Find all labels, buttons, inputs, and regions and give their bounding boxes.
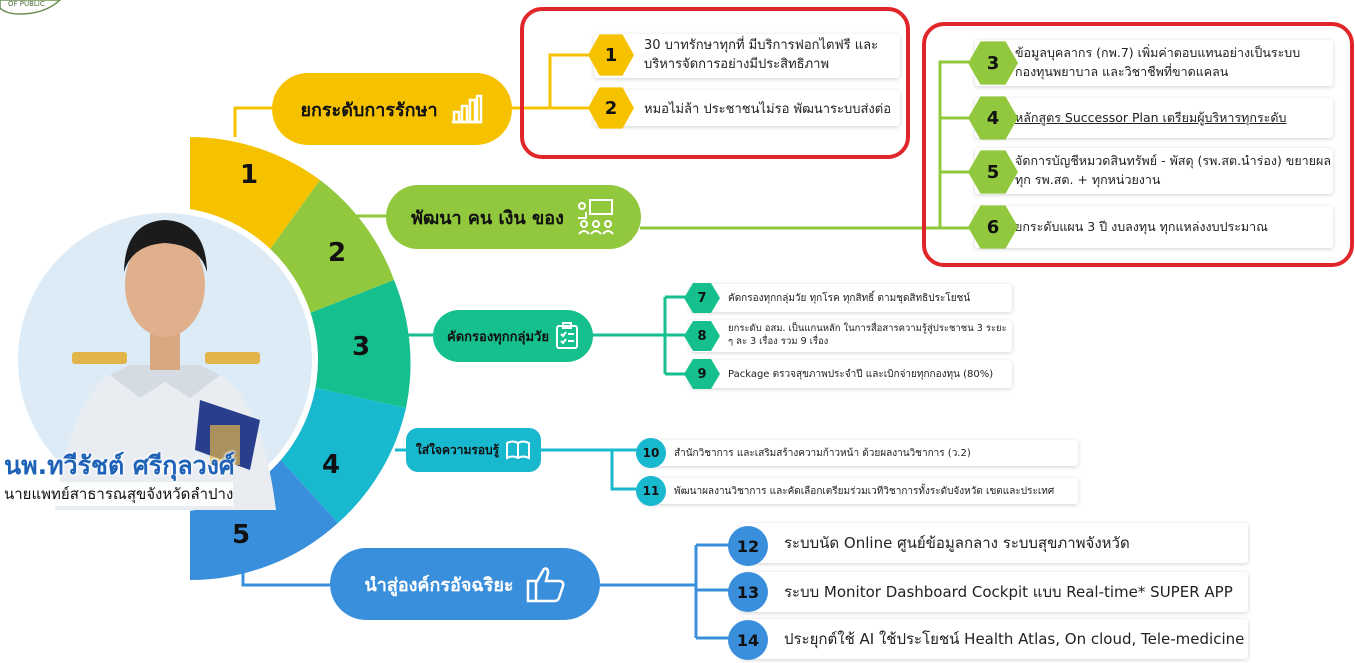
segment-number-4: 4	[322, 450, 341, 480]
branch-label-4-text: ใส่ใจความรอบรู้	[415, 442, 500, 457]
book-icon	[505, 439, 531, 461]
item-text-6: ยกระดับแผน 3 ปี งบลงทุน ทุกแหล่งงบประมาณ	[1015, 219, 1268, 234]
segment-number-2: 2	[328, 238, 347, 268]
branch-label-2-text: พัฒนา คน เงิน ของ	[411, 207, 564, 229]
item-text-12: ระบบนัด Online ศูนย์ข้อมูลกลาง ระบบสุขภา…	[784, 534, 1130, 552]
item-text-7: คัดกรองทุกกลุ่มวัย ทุกโรค ทุกสิทธิ์ ตามช…	[728, 292, 971, 304]
team-meeting-icon	[576, 198, 616, 236]
branch-label-3[interactable]: คัดกรองทุกกลุ่มวัย	[433, 310, 593, 362]
item-text-4: หลักสูตร Successor Plan เตรียมผู้บริหารท…	[1015, 110, 1287, 125]
person-title: นายแพทย์สาธารณสุขจังหวัดลำปาง	[4, 482, 234, 506]
item-text-5: จัดการบัญชีหมวดสินทรัพย์ - พัสดุ (รพ.สต.…	[1015, 153, 1331, 187]
item-badge-2: 2	[588, 87, 634, 129]
item-text-11: พัฒนาผลงานวิชาการ และคัดเลือกเตรียมร่วมเ…	[674, 485, 1055, 497]
item-card-2: หมอไม่ล้า ประชาชนไม่รอ พัฒนาระบบส่งต่อ	[594, 90, 900, 126]
item-card-4: หลักสูตร Successor Plan เตรียมผู้บริหารท…	[975, 98, 1333, 138]
item-text-1: 30 บาทรักษาทุกที่ มีบริการฟอกไตฟรี และบร…	[644, 38, 879, 72]
portrait-figure	[55, 220, 276, 510]
item-card-1: 30 บาทรักษาทุกที่ มีบริการฟอกไตฟรี และบร…	[594, 34, 900, 78]
item-card-6: ยกระดับแผน 3 ปี งบลงทุน ทุกแหล่งงบประมาณ	[975, 206, 1333, 248]
person-name: นพ.ทวีรัชต์ ศรีกุลวงศ์	[4, 451, 235, 480]
segment-number-1: 1	[240, 160, 259, 190]
logo-text: OF PUBLIC	[8, 0, 45, 8]
branch-label-5[interactable]: นำสู่องค์กรอัจฉริยะ	[330, 548, 600, 620]
item-text-14: ประยุกต์ใช้ AI ใช้ประโยชน์ Health Atlas,…	[784, 630, 1245, 648]
item-card-8: ยกระดับ อสม. เป็นแกนหลัก ในการสื่อสารควา…	[690, 320, 1012, 352]
thumbs-up-icon	[526, 565, 566, 603]
item-text-9: Package ตรวจสุขภาพประจำปี และเบิกจ่ายทุก…	[728, 368, 994, 380]
branch-label-4[interactable]: ใส่ใจความรอบรู้	[406, 428, 541, 472]
item-badge-11: 11	[636, 476, 666, 506]
item-card-10: สำนักวิชาการ และเสริมสร้างความก้าวหน้า ด…	[642, 440, 1078, 466]
item-badge-12: 12	[728, 526, 768, 566]
highlight-box-2	[922, 22, 1354, 267]
item-badge-1: 1	[588, 34, 634, 76]
branch-label-5-text: นำสู่องค์กรอัจฉริยะ	[364, 574, 514, 596]
item-card-3: ข้อมูลบุคลากร (กพ.7) เพิ่มค่าตอบแทนอย่าง…	[975, 40, 1333, 86]
item-badge-10: 10	[636, 438, 666, 468]
segment-number-3: 3	[352, 332, 371, 362]
item-text-8: ยกระดับ อสม. เป็นแกนหลัก ในการสื่อสารควา…	[728, 323, 1007, 347]
item-card-9: Package ตรวจสุขภาพประจำปี และเบิกจ่ายทุก…	[690, 360, 1012, 388]
branch-label-1-text: ยกระดับการรักษา	[300, 99, 438, 121]
branch-label-1[interactable]: ยกระดับการรักษา	[272, 73, 512, 145]
clipboard-icon	[555, 322, 579, 350]
item-text-3: ข้อมูลบุคลากร (กพ.7) เพิ่มค่าตอบแทนอย่าง…	[1015, 45, 1301, 79]
item-text-10: สำนักวิชาการ และเสริมสร้างความก้าวหน้า ด…	[674, 447, 971, 459]
item-badge-14: 14	[728, 620, 768, 660]
branch-label-2[interactable]: พัฒนา คน เงิน ของ	[386, 185, 641, 249]
item-card-13: ระบบ Monitor Dashboard Cockpit แบบ Real-…	[740, 572, 1248, 612]
item-text-2: หมอไม่ล้า ประชาชนไม่รอ พัฒนาระบบส่งต่อ	[644, 101, 892, 117]
branch-label-3-text: คัดกรองทุกกลุ่มวัย	[447, 329, 549, 345]
item-card-5: จัดการบัญชีหมวดสินทรัพย์ - พัสดุ (รพ.สต.…	[975, 148, 1333, 194]
item-card-14: ประยุกต์ใช้ AI ใช้ประโยชน์ Health Atlas,…	[740, 619, 1248, 659]
highlight-box-1	[520, 7, 910, 159]
segment-number-5: 5	[232, 520, 251, 550]
item-card-7: คัดกรองทุกกลุ่มวัย ทุกโรค ทุกสิทธิ์ ตามช…	[690, 284, 1012, 312]
bar-chart-icon	[450, 94, 484, 124]
item-text-13: ระบบ Monitor Dashboard Cockpit แบบ Real-…	[784, 583, 1233, 601]
item-badge-13: 13	[728, 572, 768, 612]
item-card-11: พัฒนาผลงานวิชาการ และคัดเลือกเตรียมร่วมเ…	[642, 478, 1078, 504]
item-card-12: ระบบนัด Online ศูนย์ข้อมูลกลาง ระบบสุขภา…	[740, 523, 1248, 563]
